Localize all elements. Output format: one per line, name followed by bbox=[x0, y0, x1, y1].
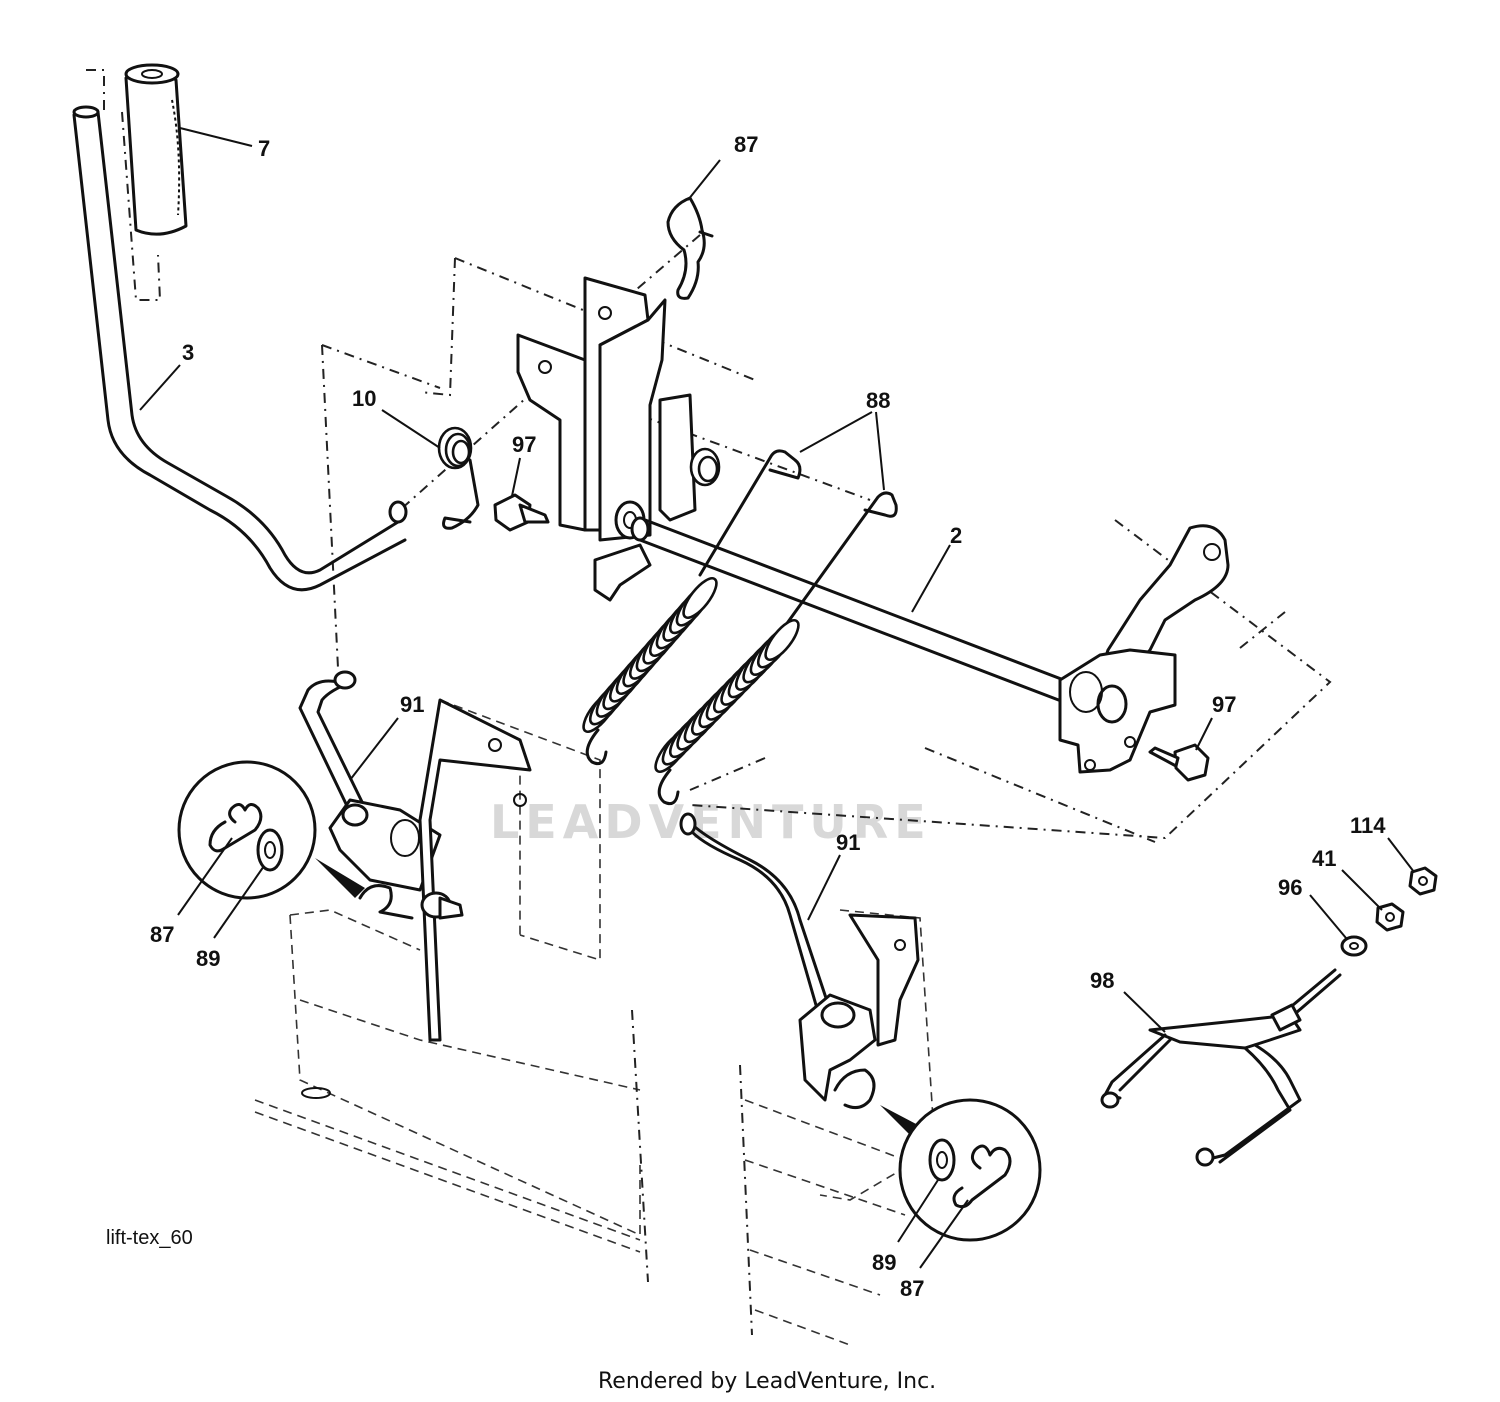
part-7-handle-grip bbox=[124, 63, 188, 236]
leader-lines bbox=[139, 127, 1415, 1269]
callout-96: 96 bbox=[1278, 875, 1302, 900]
detail-circle-right bbox=[880, 1098, 1042, 1242]
part-41-nut bbox=[1375, 902, 1405, 932]
render-credit: Rendered by LeadVenture, Inc. bbox=[598, 1369, 936, 1394]
part-3-lift-lever bbox=[72, 105, 408, 592]
callout-87-left: 87 bbox=[150, 922, 174, 947]
callout-41: 41 bbox=[1312, 846, 1336, 871]
mounting-bracket bbox=[516, 276, 721, 602]
callout-97-right: 97 bbox=[1212, 692, 1236, 717]
callout-3: 3 bbox=[182, 340, 194, 365]
diagram-reference: lift-tex_60 bbox=[106, 1227, 193, 1249]
part-114-locknut bbox=[1408, 866, 1438, 896]
callout-89-right: 89 bbox=[872, 1250, 896, 1275]
callout-91-left: 91 bbox=[400, 692, 424, 717]
callout-88: 88 bbox=[866, 388, 890, 413]
deck-outline-left bbox=[254, 699, 649, 1283]
callout-2: 2 bbox=[950, 523, 962, 548]
part-91-lift-link-right bbox=[679, 812, 920, 1110]
phantom-lines bbox=[86, 69, 1332, 843]
callout-97-left: 97 bbox=[512, 432, 536, 457]
callout-91-right: 91 bbox=[836, 830, 860, 855]
callout-87-right: 87 bbox=[900, 1276, 924, 1301]
callout-87-top: 87 bbox=[734, 132, 758, 157]
part-98-bracket bbox=[1100, 968, 1342, 1167]
watermark: LEADVENTURE bbox=[490, 795, 932, 849]
part-97-bolt-left bbox=[493, 493, 550, 532]
part-96-washer bbox=[1340, 935, 1368, 957]
deck-outline-right bbox=[739, 909, 936, 1346]
part-2-lift-shaft bbox=[630, 516, 1092, 714]
part-97-bolt-right bbox=[1148, 743, 1210, 782]
part-88-spring-hook-left bbox=[698, 449, 802, 577]
callout-114: 114 bbox=[1350, 813, 1386, 838]
part-91-lift-link-left bbox=[298, 670, 532, 1042]
right-lift-bracket bbox=[1058, 524, 1230, 774]
part-88-spring-hook-right bbox=[773, 491, 898, 642]
callout-7: 7 bbox=[258, 136, 270, 161]
callout-10: 10 bbox=[352, 386, 376, 411]
callout-98: 98 bbox=[1090, 968, 1114, 993]
part-87-hairpin-clip-top bbox=[666, 196, 714, 300]
lift-spring-right bbox=[654, 618, 800, 806]
part-10-torsion-spring bbox=[437, 426, 480, 530]
callout-labels: 7 87 3 10 97 88 2 91 97 87 89 91 114 41 … bbox=[150, 132, 1386, 1301]
callout-89-left: 89 bbox=[196, 946, 220, 971]
lift-spring-left bbox=[582, 576, 718, 766]
